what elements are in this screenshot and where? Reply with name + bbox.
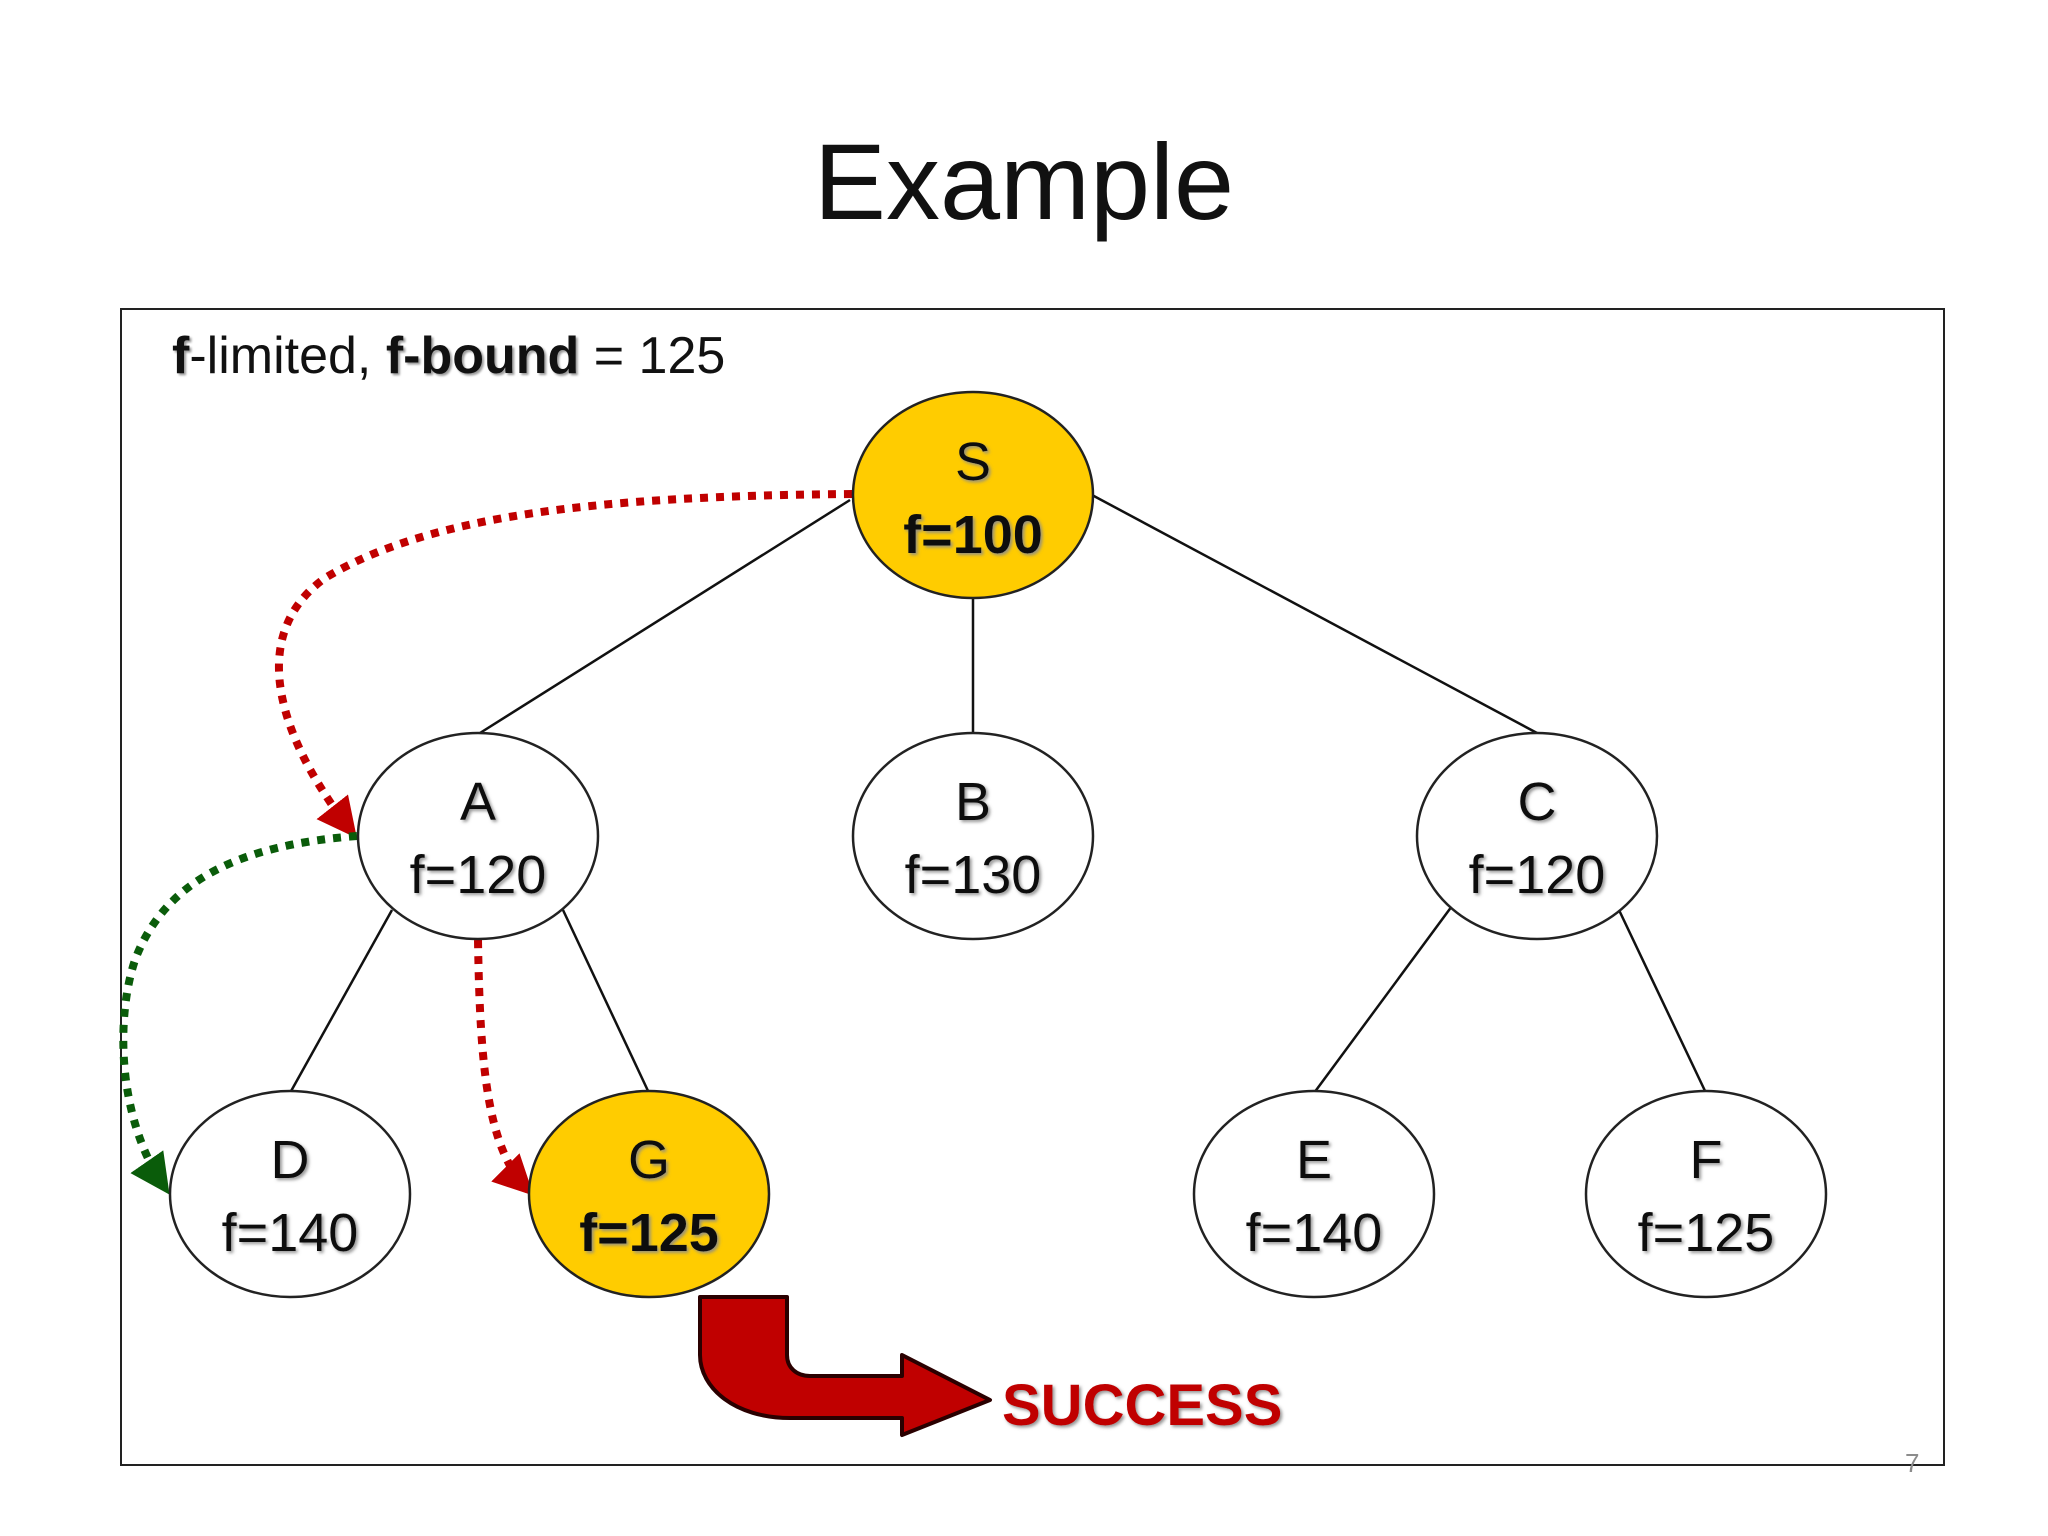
node-f-ellipse	[1584, 1089, 1828, 1299]
node-c-ellipse	[1415, 731, 1659, 941]
diagram-frame	[120, 308, 1945, 1466]
node-d-f: f=140	[222, 1203, 359, 1263]
node-e-ellipse	[1192, 1089, 1436, 1299]
node-s-name: S	[955, 432, 991, 492]
edge-a-d	[288, 909, 394, 1094]
node-s-ellipse	[851, 390, 1095, 600]
edge-s-a	[479, 498, 851, 735]
node-d-name: D	[271, 1130, 310, 1190]
node-e: E f=140	[1192, 1089, 1436, 1299]
node-a-ellipse	[356, 731, 600, 941]
green-path-a-to-d	[119, 832, 358, 1195]
node-a-name: A	[460, 772, 496, 832]
node-s-f: f=100	[903, 505, 1043, 565]
node-g-name: G	[628, 1130, 670, 1190]
node-d: D f=140	[168, 1089, 412, 1299]
node-e-f: f=140	[1246, 1203, 1383, 1263]
node-g-ellipse	[527, 1089, 771, 1299]
node-a: A f=120	[356, 731, 600, 941]
success-label: SUCCESS	[1002, 1373, 1282, 1438]
node-f: F f=125	[1584, 1089, 1828, 1299]
success-arrow-icon	[698, 1295, 992, 1437]
node-b-name: B	[955, 772, 991, 832]
node-c: C f=120	[1415, 731, 1659, 941]
node-g: G f=125	[527, 1089, 771, 1299]
node-a-f: f=120	[410, 845, 547, 905]
red-path-a-to-g	[474, 939, 534, 1196]
node-f-f: f=125	[1638, 1203, 1775, 1263]
caption-f: f	[172, 327, 190, 385]
node-b-ellipse	[851, 731, 1095, 941]
node-c-name: C	[1518, 772, 1557, 832]
edge-c-f	[1617, 909, 1708, 1094]
tree-edges	[288, 493, 1708, 1094]
node-s: S f=100	[851, 390, 1095, 600]
node-d-ellipse	[168, 1089, 412, 1299]
slide-title: Example	[813, 121, 1235, 242]
caption: f-limited, f-bound = 125	[172, 326, 725, 386]
node-b: B f=130	[851, 731, 1095, 941]
edge-a-g	[561, 909, 651, 1094]
edge-c-e	[1312, 905, 1454, 1094]
page-number: 7	[1905, 1448, 1920, 1478]
node-f-name: F	[1690, 1130, 1723, 1190]
node-e-name: E	[1296, 1130, 1332, 1190]
caption-bound-value: = 125	[579, 327, 726, 385]
caption-limited: -limited,	[189, 327, 386, 385]
node-g-f: f=125	[579, 1203, 719, 1263]
caption-f-bound: f-bound	[385, 327, 580, 385]
node-c-f: f=120	[1469, 845, 1606, 905]
edge-s-c	[1091, 493, 1538, 735]
node-b-f: f=130	[905, 845, 1042, 905]
